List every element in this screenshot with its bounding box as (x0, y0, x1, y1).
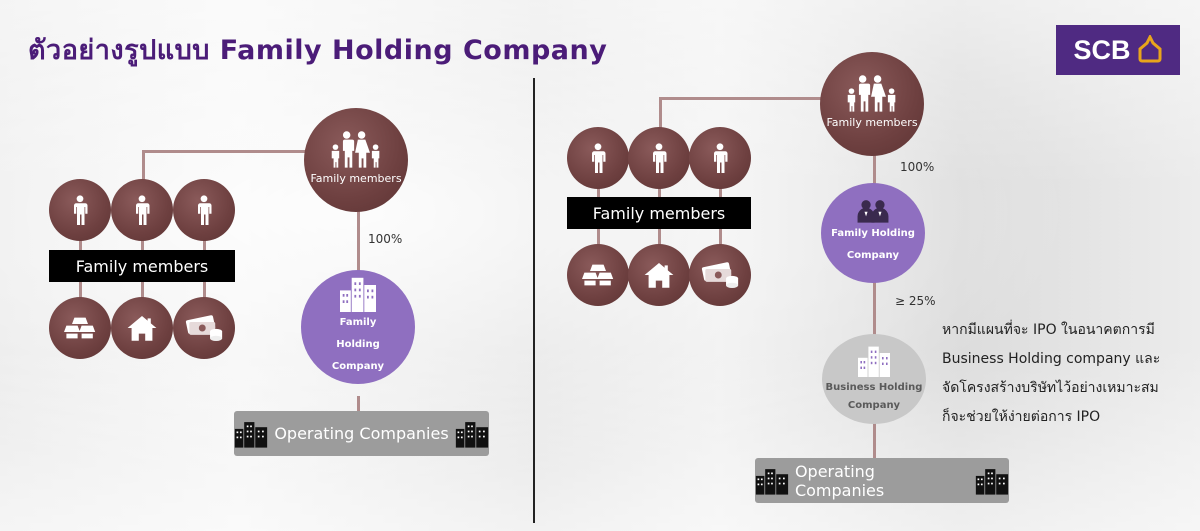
connector (659, 97, 662, 129)
ipo-note: หากมีแผนที่จะ IPO ในอนาคตการมี Business … (942, 316, 1192, 432)
holding-label-line: Company (846, 250, 900, 261)
asset-circle (689, 244, 751, 306)
family-holding-company-circle: Family Holding Company (301, 270, 415, 384)
family-members-band: Family members (567, 197, 751, 229)
holding-label-line: Holding (336, 339, 380, 350)
holding-label-line: Family (339, 317, 377, 328)
person-circle (567, 127, 629, 189)
asset-circle (628, 244, 690, 306)
family-members-circle-label: Family members (310, 172, 402, 185)
person-circle (689, 127, 751, 189)
gold-bars-icon (582, 263, 614, 287)
note-line: ก็จะช่วยให้ง่ายต่อการ IPO (942, 409, 1101, 425)
asset-circle (173, 297, 235, 359)
connector (357, 396, 360, 413)
family-members-circle: Family members (304, 108, 408, 212)
buildings-icon (755, 467, 789, 495)
person-circle (173, 179, 235, 241)
money-icon (185, 314, 223, 342)
person-icon (133, 193, 151, 227)
connector (142, 150, 145, 185)
gold-bars-icon (64, 316, 96, 340)
operating-companies-box: Operating Companies (234, 411, 489, 456)
note-line: Business Holding company และ (942, 351, 1161, 367)
ownership-percent: 100% (368, 232, 403, 246)
connector (142, 150, 312, 153)
holding-label-line: Company (331, 361, 385, 372)
person-circle (628, 127, 690, 189)
person-circle (49, 179, 111, 241)
operating-companies-label: Operating Companies (794, 461, 885, 500)
note-line: หากมีแผนที่จะ IPO ในอนาคตการมี (942, 322, 1155, 338)
person-icon (195, 193, 213, 227)
buildings-icon (455, 420, 489, 448)
holding-label-line: Family Holding (831, 228, 915, 239)
person-icon (589, 141, 607, 175)
logo-text: SCB (1073, 34, 1131, 65)
person-icon (71, 193, 89, 227)
family-members-band: Family members (49, 250, 235, 282)
logo-emblem-icon (1138, 35, 1161, 63)
family-holding-company-circle: Family Holding Company (821, 183, 925, 283)
connector (357, 210, 360, 274)
asset-circle (49, 297, 111, 359)
family-icon (844, 74, 900, 112)
family-icon (328, 130, 384, 168)
family-members-circle-label: Family members (826, 116, 918, 129)
connector (659, 97, 829, 100)
business-people-icon (856, 199, 890, 223)
business-holding-company-circle: Business Holding Company (822, 334, 926, 424)
business-ownership-percent: ≥ 25% (895, 294, 936, 308)
connector (873, 420, 876, 460)
house-icon (643, 261, 675, 289)
connector (873, 153, 876, 188)
buildings-icon (854, 345, 894, 377)
ownership-percent: 100% (900, 160, 935, 174)
business-label-line: Business Holding (825, 382, 923, 393)
operating-companies-label: Operating Companies (274, 424, 449, 443)
buildings-icon (975, 467, 1009, 495)
buildings-icon (234, 420, 268, 448)
person-icon (650, 141, 668, 175)
asset-circle (111, 297, 173, 359)
person-icon (711, 141, 729, 175)
connector (873, 280, 876, 340)
business-label-line: Company (847, 400, 901, 411)
house-icon (126, 314, 158, 342)
buildings-icon (336, 276, 380, 312)
asset-circle (567, 244, 629, 306)
scb-logo: SCB (1056, 25, 1180, 75)
money-icon (701, 261, 739, 289)
note-line: จัดโครงสร้างบริษัทไว้อย่างเหมาะสม (942, 380, 1159, 396)
family-members-circle: Family members (820, 52, 924, 156)
person-circle (111, 179, 173, 241)
page-title: ตัวอย่างรูปแบบ Family Holding Company (28, 35, 608, 66)
operating-companies-box: Operating Companies (755, 458, 1009, 503)
divider (533, 78, 535, 523)
